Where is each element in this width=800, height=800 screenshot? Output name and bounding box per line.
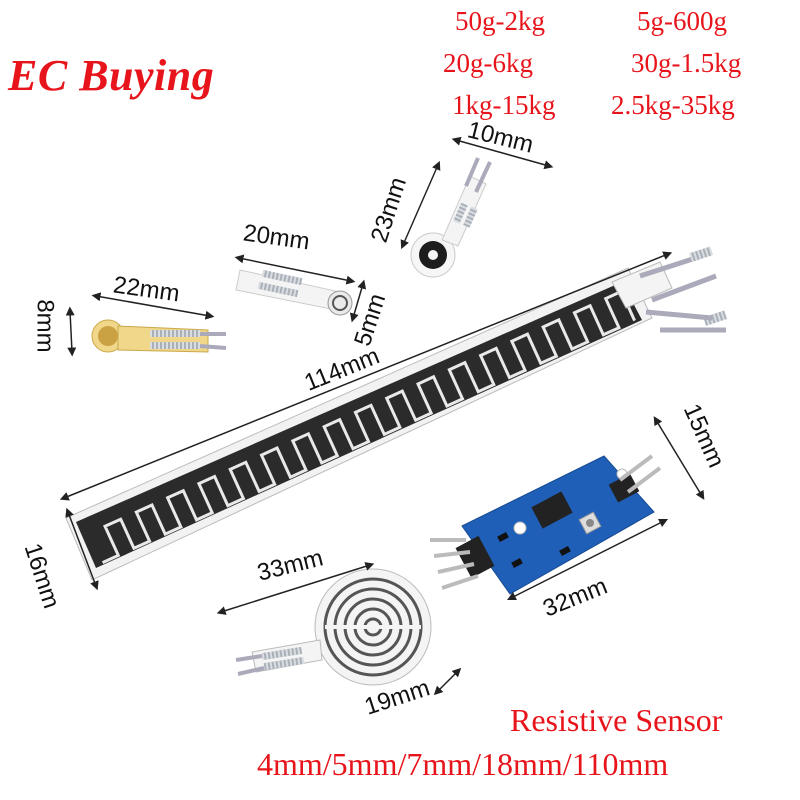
range-label: 2.5kg-35kg — [611, 90, 735, 120]
sensor-module-board — [430, 454, 662, 595]
brand-logo: EC Buying — [8, 51, 215, 100]
range-label: 50g-2kg — [455, 6, 545, 36]
small-strip-sensor — [235, 269, 353, 316]
small-round-sensor — [410, 157, 492, 278]
tiny-round-sensor — [91, 319, 227, 353]
range-label: 20g-6kg — [443, 48, 533, 78]
dimension-label: 8mm — [31, 299, 59, 353]
product-title: Resistive Sensor — [510, 702, 723, 738]
dimension-arrows — [59, 136, 705, 696]
product-sizes: 4mm/5mm/7mm/18mm/110mm — [257, 746, 669, 782]
range-label: 5g-600g — [637, 6, 727, 36]
range-label: 1kg-15kg — [452, 90, 556, 120]
range-label: 30g-1.5kg — [631, 48, 742, 78]
